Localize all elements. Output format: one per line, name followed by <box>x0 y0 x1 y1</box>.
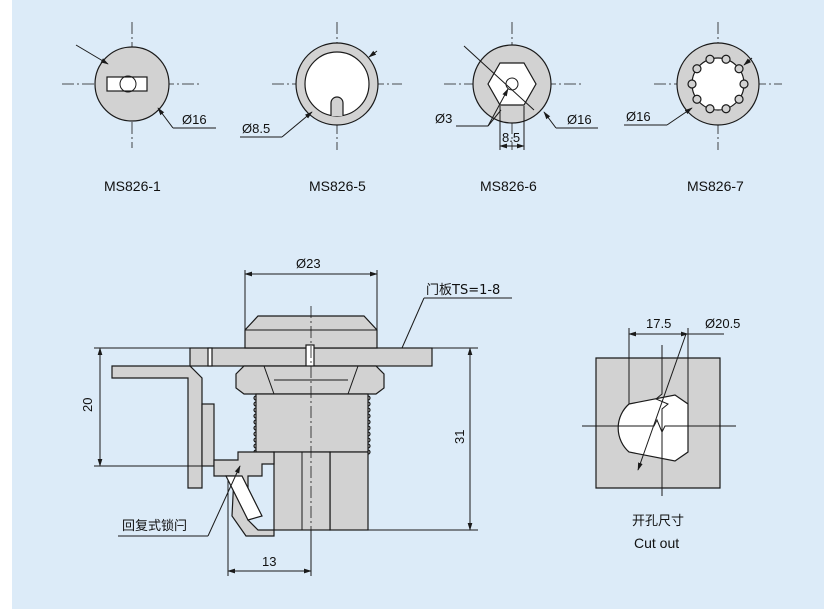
panel-thickness-label: 门板TS=1-8 <box>426 283 500 298</box>
key-tooth <box>692 64 702 74</box>
dimension-label: Ø16 <box>626 109 651 124</box>
key-tooth <box>705 104 715 114</box>
key-tooth <box>692 94 702 104</box>
offset-label: 13 <box>262 554 276 569</box>
key-tooth <box>705 54 715 64</box>
key-tooth <box>721 104 731 114</box>
height-left-label: 20 <box>80 398 95 412</box>
diameter-label: Ø23 <box>296 256 321 271</box>
latch-label: 回复式锁闩 <box>122 518 187 534</box>
variant-code: MS826-1 <box>104 178 161 194</box>
variant-ms826-1: Ø16 MS826-1 <box>62 22 216 194</box>
dimension-label: Ø8.5 <box>242 121 270 136</box>
variant-code: MS826-6 <box>480 178 537 194</box>
key-tooth <box>721 54 731 64</box>
dimension-label: Ø3 <box>435 111 452 126</box>
key-tooth <box>734 64 744 74</box>
technical-drawing: Ø16 MS826-1 Ø8.5 MS826-5 Ø3 8.5 Ø16 MS82… <box>62 22 782 576</box>
variant-code: MS826-5 <box>309 178 366 194</box>
key-tooth <box>734 94 744 104</box>
dimension-label: 8.5 <box>502 130 520 145</box>
side-view: Ø23 门板TS=1-8 <box>80 256 512 576</box>
dimension-label: Ø16 <box>182 112 207 127</box>
height-right-label: 31 <box>452 430 467 444</box>
cutout-title-cn: 开孔尺寸 <box>632 514 684 529</box>
variant-ms826-6: Ø3 8.5 Ø16 MS826-6 <box>435 22 598 194</box>
cutout-view: 17.5 Ø20.5 开孔尺寸 Cut out <box>582 316 740 551</box>
drawing-canvas: Ø16 MS826-1 Ø8.5 MS826-5 Ø3 8.5 Ø16 MS82… <box>12 0 824 609</box>
cutout-width-label: 17.5 <box>646 316 671 331</box>
variant-ms826-7: Ø16 MS826-7 <box>624 22 782 194</box>
variant-ms826-5: Ø8.5 MS826-5 <box>240 22 402 194</box>
variant-code: MS826-7 <box>687 178 744 194</box>
key-tooth <box>739 79 749 89</box>
dimension-label: Ø16 <box>567 112 592 127</box>
cutout-title-en: Cut out <box>634 535 679 551</box>
cutout-diameter-label: Ø20.5 <box>705 316 740 331</box>
key-tooth <box>687 79 697 89</box>
